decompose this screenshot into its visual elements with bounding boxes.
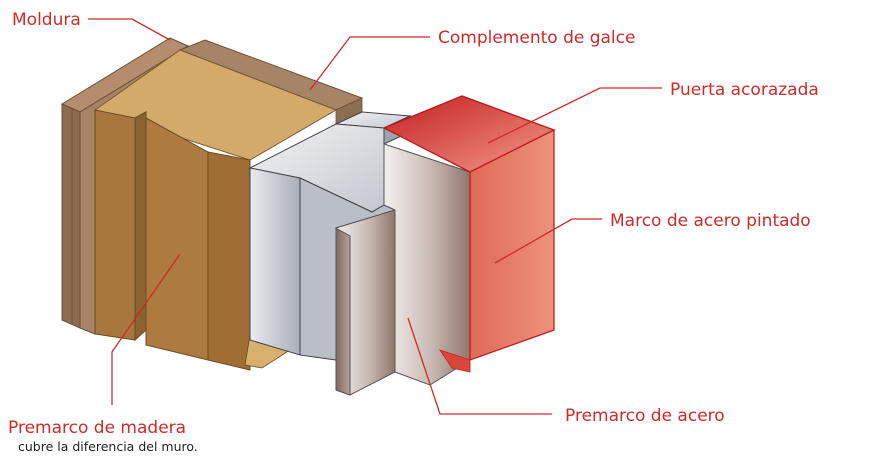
premarco-acero-part [335, 143, 471, 396]
label-marco-acero-pintado: Marco de acero pintado [610, 211, 811, 231]
label-premarco-madera: Premarco de madera [8, 418, 186, 438]
leader-premarco-madera [111, 253, 181, 405]
label-premarco-madera-note: cubre la diferencia del muro. [18, 439, 198, 454]
label-puerta-acorazada: Puerta acorazada [670, 80, 819, 100]
leader-moldura [88, 18, 171, 41]
leader-complemento [309, 36, 430, 91]
label-premarco-acero: Premarco de acero [565, 406, 725, 426]
puerta-acorazada-part [382, 95, 556, 373]
label-moldura: Moldura [12, 10, 81, 30]
label-complemento-galce: Complemento de galce [438, 28, 635, 48]
leader-marco [494, 218, 602, 264]
leader-premarco-acero [407, 317, 552, 415]
premarco-madera-part [94, 109, 291, 371]
leader-lines [88, 18, 662, 415]
leader-puerta [487, 87, 662, 144]
